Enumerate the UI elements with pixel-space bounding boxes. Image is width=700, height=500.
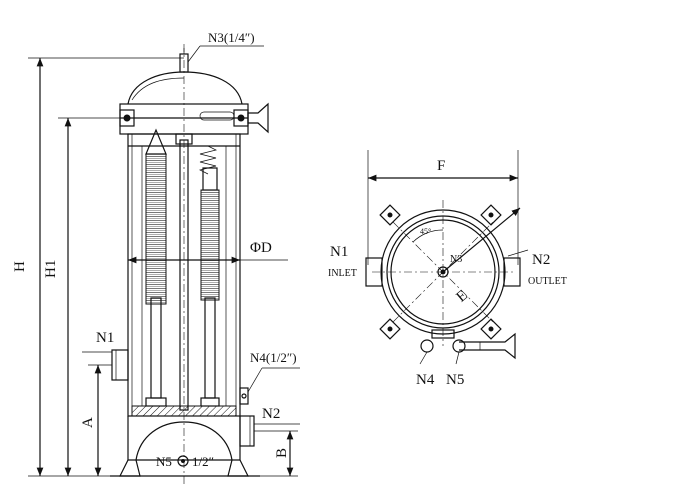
nozzle-n1 (111, 349, 129, 381)
label-n1-side: N1 (96, 330, 114, 346)
port-n4 (239, 387, 249, 405)
label-n5-bottom: N5 (156, 454, 172, 469)
nozzle-n2 (239, 415, 255, 447)
port-n4-top (420, 339, 434, 353)
label-a: A (80, 417, 96, 428)
label-n5-top: N5 (446, 372, 464, 388)
lug-br (480, 318, 502, 340)
label-e: E (454, 287, 471, 305)
label-h: H (12, 261, 28, 272)
wing-nut (247, 102, 269, 134)
label-phi-d: ΦD (250, 240, 272, 256)
top-view (365, 150, 529, 365)
label-n3-top-view: N3 (450, 254, 462, 265)
lid-dome (127, 71, 243, 105)
cartridge-right (200, 189, 220, 301)
top-nozzle-n2 (503, 257, 521, 287)
drain-n5 (177, 455, 189, 467)
label-h1: H1 (43, 260, 59, 278)
label-f: F (437, 158, 445, 174)
label-angle: 45° (420, 227, 431, 236)
side-view (110, 44, 288, 484)
label-n2-top: N2 (532, 252, 550, 268)
lug-bl (379, 318, 401, 340)
label-inlet: INLET (328, 268, 357, 279)
cartridge-left (145, 153, 167, 305)
label-n4-top: N4 (416, 372, 435, 388)
label-n2-side: N2 (262, 406, 280, 422)
lug-tr (480, 204, 502, 226)
label-b: B (274, 448, 290, 458)
label-n3-top: N3(1/4″) (208, 30, 255, 45)
clamp-handle (459, 332, 516, 360)
top-nozzle-n1 (365, 257, 383, 287)
label-n4-side: N4(1/2″) (250, 350, 297, 365)
side-dimensions (28, 57, 300, 477)
lug-tl (379, 204, 401, 226)
spring (198, 145, 218, 175)
label-n1-top: N1 (330, 244, 348, 260)
label-n5-size: 1/2″ (192, 454, 214, 469)
label-outlet: OUTLET (528, 276, 567, 287)
